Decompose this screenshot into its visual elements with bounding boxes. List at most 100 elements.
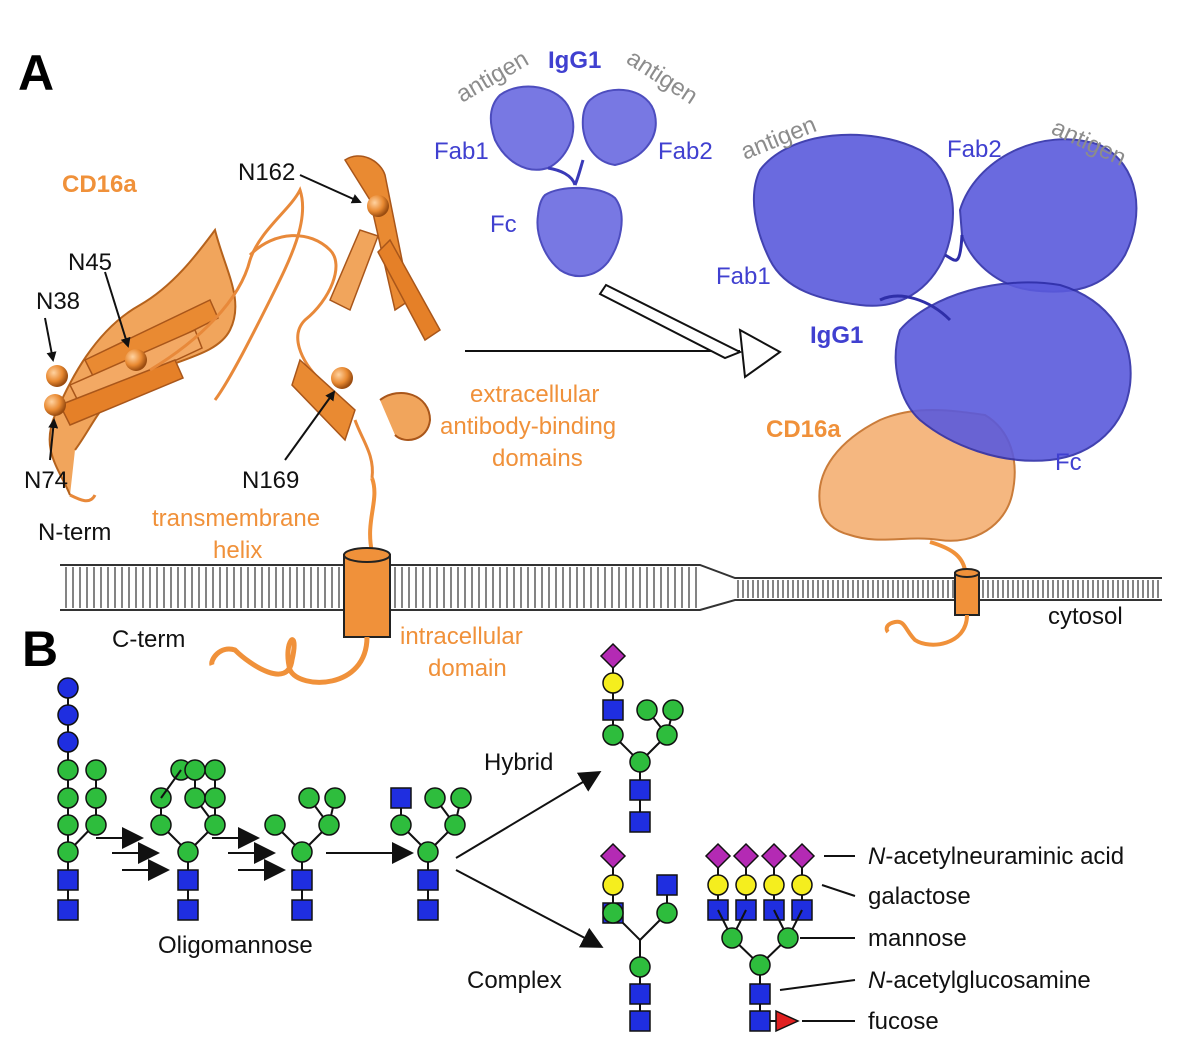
glcnac-symbol [749, 1010, 771, 1032]
mannose-symbol [204, 759, 226, 781]
glcnac-symbol [57, 899, 79, 921]
legend-leader-lines [779, 855, 856, 1022]
sialic-acid-symbol [599, 842, 627, 870]
panel-b-label: B [22, 621, 58, 677]
mannose-symbol [57, 841, 79, 863]
igg1-small-fab1: Fab1 [434, 138, 489, 165]
site-arrows [44, 174, 362, 461]
mannose-symbol [636, 699, 658, 721]
glucose-symbol [57, 731, 79, 753]
galactose-symbol [602, 672, 624, 694]
cd16a-title: CD16a [62, 171, 137, 198]
mannose-symbol [204, 814, 226, 836]
intracellular-label-2: domain [428, 655, 507, 682]
intracellular-label-1: intracellular [400, 623, 523, 650]
panel-a-label: A [18, 45, 54, 101]
mannose-symbol [656, 724, 678, 746]
mannose-symbol [264, 814, 286, 836]
glcnac-symbol [602, 699, 624, 721]
mannose-symbol [85, 759, 107, 781]
galactose-symbol [707, 874, 729, 896]
sialic-acid-symbol [599, 642, 627, 670]
mannose-symbol [656, 902, 678, 924]
fucose-symbol [775, 1009, 800, 1033]
glcnac-symbol [291, 869, 313, 891]
mannose-symbol [184, 787, 206, 809]
legend-galactose: galactose [868, 883, 971, 910]
complex-fab1: Fab1 [716, 263, 771, 290]
site-label-n169: N169 [242, 467, 299, 494]
mannose-symbol [629, 751, 651, 773]
complex-fab2: Fab2 [947, 136, 1002, 163]
mannose-symbol [57, 814, 79, 836]
glcnac-symbol [177, 899, 199, 921]
glcnac-symbol [629, 1010, 651, 1032]
sialic-acid-symbol [788, 842, 816, 870]
cell-membrane [60, 564, 1162, 611]
site-label-n74: N74 [24, 467, 68, 494]
extracellular-label-3: domains [492, 445, 583, 472]
mannose-symbol [444, 814, 466, 836]
processing-arrow [455, 869, 604, 948]
glcnac-symbol [417, 869, 439, 891]
cd16a-ribbon-structure [48, 155, 441, 503]
c-term-label: C-term [112, 626, 185, 653]
mannose-symbol [424, 787, 446, 809]
galactose-symbol [763, 874, 785, 896]
mannose-symbol [324, 787, 346, 809]
mannose-symbol [602, 724, 624, 746]
complex-igg1: IgG1 [810, 322, 863, 349]
glcnac-symbol [629, 811, 651, 833]
mannose-symbol [57, 787, 79, 809]
site-label-n45: N45 [68, 249, 112, 276]
glcnac-symbol [417, 899, 439, 921]
galactose-symbol [602, 874, 624, 896]
igg1-small-title: IgG1 [548, 47, 601, 74]
glcnac-symbol [656, 874, 678, 896]
mannose-symbol [417, 841, 439, 863]
glcnac-symbol [291, 899, 313, 921]
mannose-symbol [318, 814, 340, 836]
mannose-symbol [450, 787, 472, 809]
processing-arrows [96, 770, 604, 948]
extracellular-label-1: extracellular [470, 381, 599, 408]
oligomannose-label: Oligomannose [158, 932, 313, 959]
igg1-cd16a-complex-structure [753, 133, 1138, 571]
complex-cd16a: CD16a [766, 416, 841, 443]
mannose-symbol [602, 902, 624, 924]
igg1-small-structure [489, 85, 657, 278]
cytosol-label: cytosol [1048, 603, 1123, 630]
mannose-symbol [721, 927, 743, 949]
glcnac-symbol [629, 779, 651, 801]
galactose-symbol [791, 874, 813, 896]
glycosylation-site-spheres [44, 195, 389, 416]
sialic-acid-symbol [760, 842, 788, 870]
processing-arrow [455, 770, 602, 859]
glcnac-symbol [749, 983, 771, 1005]
igg1-small-fc: Fc [490, 211, 517, 238]
galactose-symbol [735, 874, 757, 896]
sialic-acid-symbol [704, 842, 732, 870]
left-tm-helix [209, 477, 391, 685]
legend-mannose: mannose [868, 925, 967, 952]
glycan-structures [57, 642, 816, 1033]
binding-arrows [465, 283, 782, 379]
site-label-n38: N38 [36, 288, 80, 315]
mannose-symbol [777, 927, 799, 949]
tm-helix-label-2: helix [213, 537, 262, 564]
legend-fucose: fucose [868, 1008, 939, 1035]
site-label-n162: N162 [238, 159, 295, 186]
mannose-symbol [85, 814, 107, 836]
hybrid-label: Hybrid [484, 749, 553, 776]
mannose-symbol [85, 787, 107, 809]
mannose-symbol [390, 814, 412, 836]
mannose-symbol [204, 787, 226, 809]
sialic-acid-symbol [732, 842, 760, 870]
glcnac-symbol [390, 787, 412, 809]
igg1-small-fab2: Fab2 [658, 138, 713, 165]
mannose-symbol [298, 787, 320, 809]
right-tm-helix [884, 568, 980, 647]
glcnac-symbol [629, 983, 651, 1005]
